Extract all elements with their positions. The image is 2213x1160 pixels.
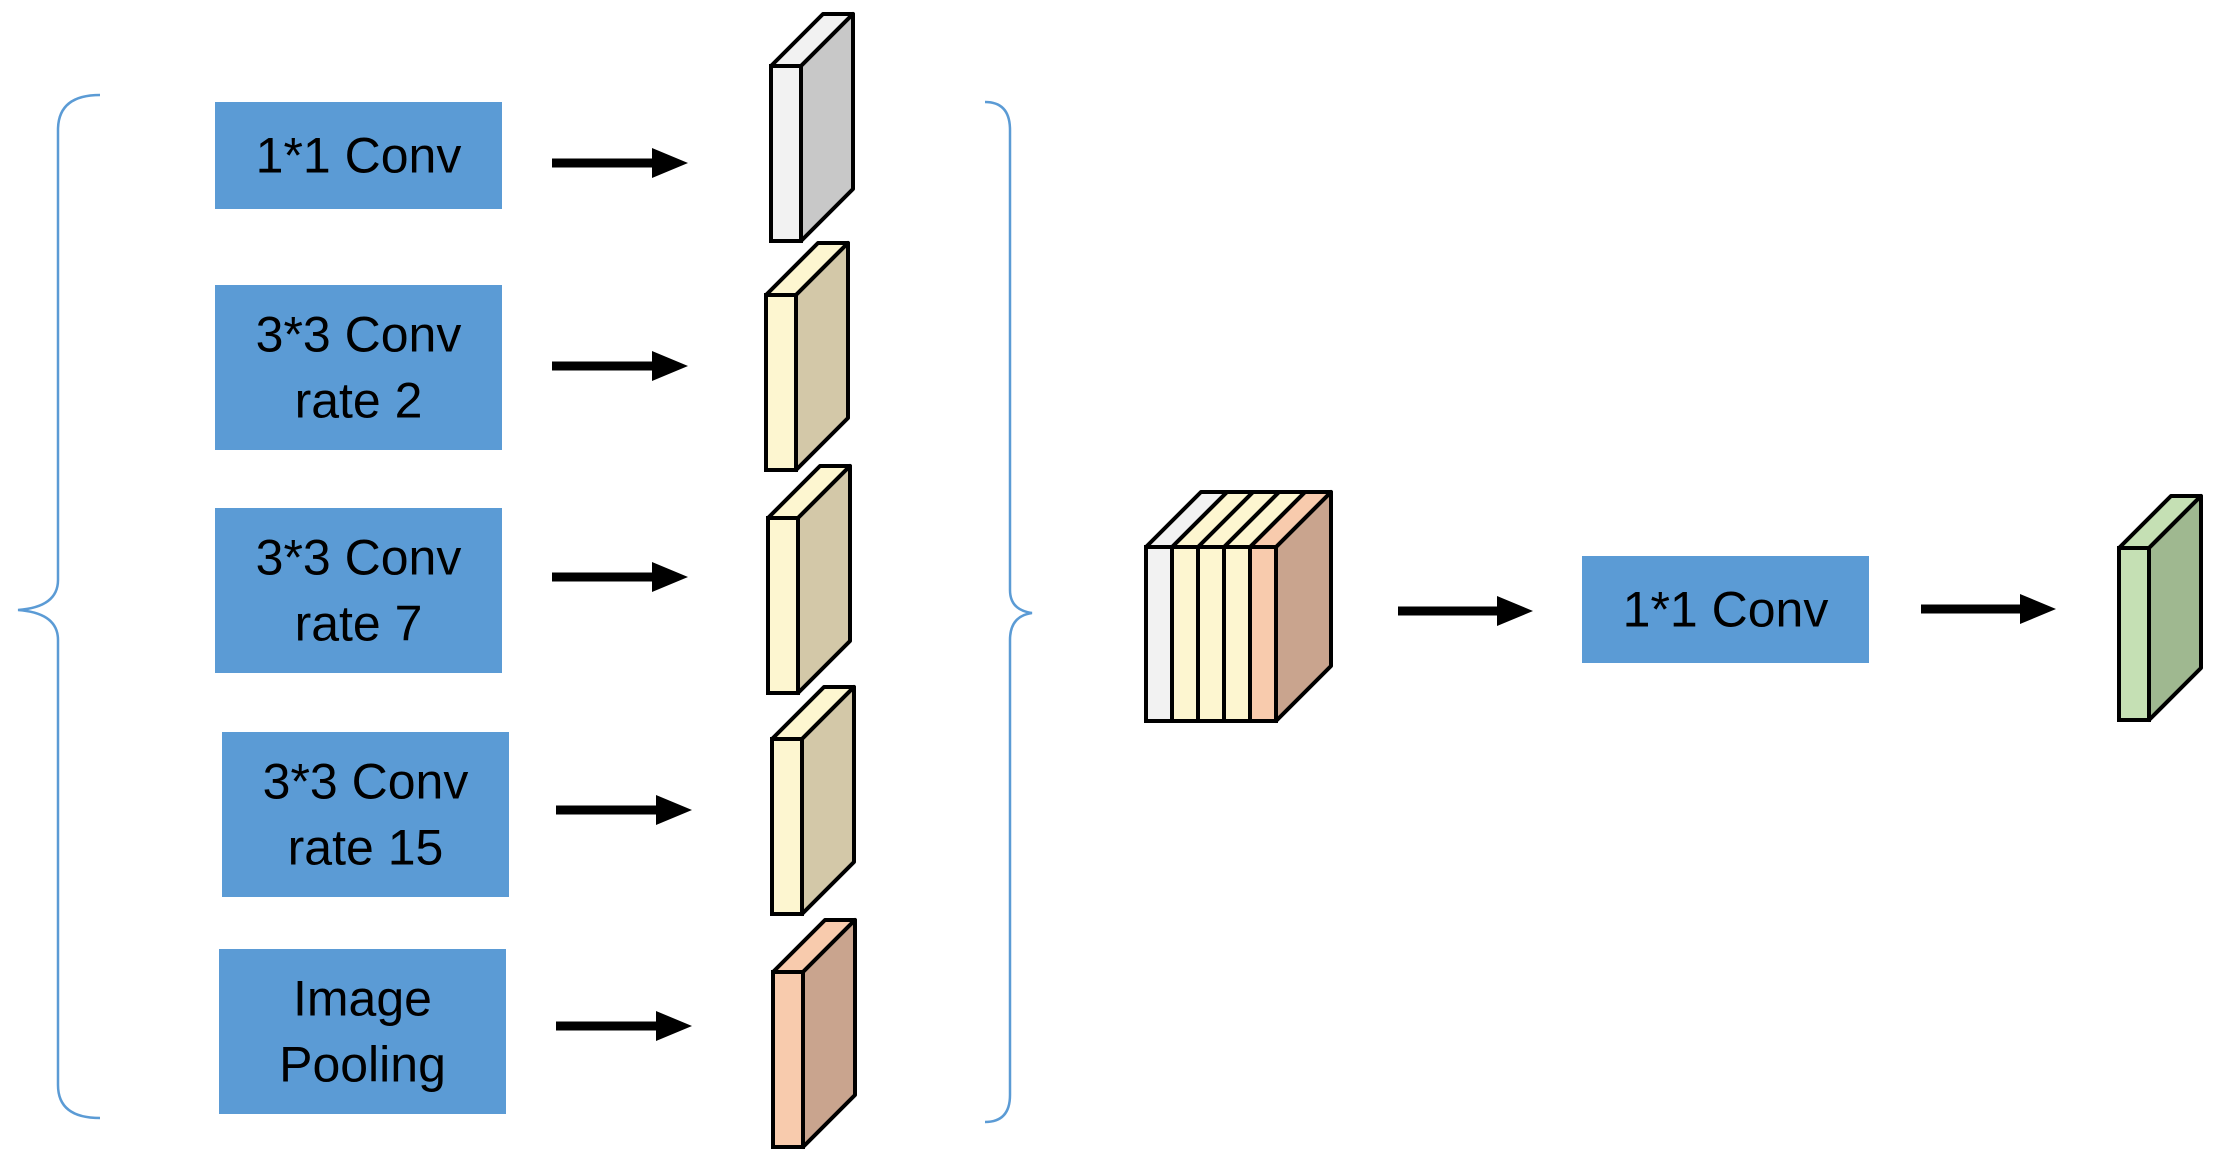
concat-slice-3 <box>1196 490 1281 723</box>
branch-conv3x3-rate7-arrow-shaft <box>552 572 654 582</box>
branch-conv3x3-rate15-arrow-shaft <box>556 805 658 815</box>
branch-conv3x3-rate7-arrow <box>552 562 688 592</box>
branch-conv3x3-rate15-feature-map-front <box>770 737 804 916</box>
branch-conv3x3-rate2-arrow-shaft <box>552 361 654 371</box>
branch-image-pooling-feature-map <box>771 918 857 1149</box>
branch-image-pooling-arrow-shaft <box>556 1021 658 1031</box>
branch-conv3x3-rate15-arrow <box>556 795 692 825</box>
branch-conv3x3-rate2-feature-map-front <box>764 293 798 472</box>
concat-slice-2-front <box>1170 545 1200 723</box>
concat-slice-5 <box>1248 490 1333 723</box>
branch-conv1x1-box-rect <box>215 102 502 209</box>
branch-conv3x3-rate7-box: 3*3 Conv rate 7 <box>215 508 502 673</box>
branch-conv3x3-rate7-box-label-line-1: 3*3 Conv <box>256 530 462 586</box>
concat-slice-3-front <box>1196 545 1226 723</box>
branch-conv3x3-rate7-feature-map-front <box>766 516 800 695</box>
branch-conv3x3-rate7-box-rect <box>215 508 502 673</box>
branch-image-pooling-box-label-line-1: Image <box>293 971 432 1027</box>
branch-conv3x3-rate2-feature-map <box>764 241 850 472</box>
final-conv-box: 1*1 Conv <box>1582 556 1869 663</box>
branch-image-pooling-feature-map-front <box>771 970 805 1149</box>
branch-conv3x3-rate2-box: 3*3 Conv rate 2 <box>215 285 502 450</box>
final-conv-box-rect <box>1582 556 1869 663</box>
branch-conv3x3-rate15-box-label-line-1: 3*3 Conv <box>263 754 469 810</box>
concat-slice-1-front <box>1144 545 1174 723</box>
branch-image-pooling-box-label-line-2: Pooling <box>279 1037 446 1093</box>
conv-to-output-arrow <box>1921 594 2056 624</box>
output-stage: 1*1 Conv <box>1398 494 2203 722</box>
conv-to-output-arrow-head <box>2020 594 2056 624</box>
branch-conv3x3-rate7-box-label-line-2: rate 7 <box>295 596 423 652</box>
branch-conv3x3-rate15-arrow-head <box>656 795 692 825</box>
branch-conv3x3-rate7-arrow-head <box>652 562 688 592</box>
branch-image-pooling-arrow-head <box>656 1011 692 1041</box>
concatenated-feature-maps <box>1144 490 1333 723</box>
branch-conv3x3-rate2-box-label-line-2: rate 2 <box>295 373 423 429</box>
branch-conv3x3-rate7-feature-map <box>766 464 852 695</box>
branch-image-pooling-box-rect <box>219 949 506 1114</box>
concat-slice-4 <box>1222 490 1307 723</box>
output-feature-map-front <box>2117 546 2151 722</box>
branch-conv3x3-rate15-box-rect <box>222 732 509 897</box>
branch-conv3x3-rate15-box-label-line-2: rate 15 <box>288 820 444 876</box>
branch-conv1x1-box: 1*1 Conv <box>215 102 502 209</box>
branch-conv3x3-rate2-box-label-line-1: 3*3 Conv <box>256 307 462 363</box>
branch-image-pooling-arrow <box>556 1011 692 1041</box>
branch-conv3x3-rate2-arrow <box>552 351 688 381</box>
branch-conv1x1-arrow-shaft <box>552 158 654 168</box>
branch-conv3x3-rate2-arrow-head <box>652 351 688 381</box>
branch-conv1x1-feature-map <box>769 12 855 243</box>
concat-slice-5-front <box>1248 545 1278 723</box>
branch-conv1x1-box-label-line-1: 1*1 Conv <box>256 128 462 184</box>
right-brace <box>984 100 1033 1124</box>
branch-conv1x1-arrow <box>552 148 688 178</box>
conv-to-output-arrow-shaft <box>1921 604 2022 614</box>
branch-conv3x3-rate15-feature-map <box>770 685 856 916</box>
concat-to-conv-arrow-head <box>1497 596 1533 626</box>
left-brace <box>17 93 101 1120</box>
concat-slice-4-front <box>1222 545 1252 723</box>
branch-conv1x1-feature-map-front <box>769 64 803 243</box>
branch-conv3x3-rate15-box: 3*3 Conv rate 15 <box>222 732 509 897</box>
branch-conv1x1-arrow-head <box>652 148 688 178</box>
branch-conv3x3-rate2-box-rect <box>215 285 502 450</box>
final-conv-box-label-line-1: 1*1 Conv <box>1623 582 1829 638</box>
concat-to-conv-arrow <box>1398 596 1533 626</box>
concat-slice-1 <box>1144 490 1229 723</box>
concat-to-conv-arrow-shaft <box>1398 606 1499 616</box>
output-feature-map <box>2117 494 2203 722</box>
